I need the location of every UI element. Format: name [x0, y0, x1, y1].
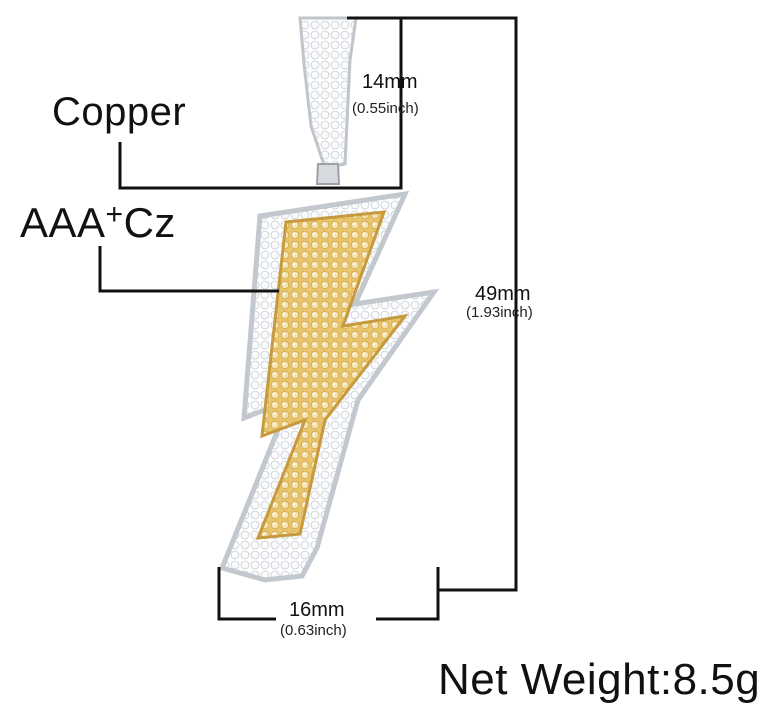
bail-width-mm-label: 14mm	[362, 71, 418, 93]
aaa-text: AAA	[20, 199, 106, 246]
pendant-bail	[298, 16, 358, 185]
lightning-bolt-pendant	[218, 190, 440, 583]
height-inch-label: (1.93inch)	[466, 304, 533, 321]
copper-label: Copper	[52, 90, 187, 134]
height-mm-label: 49mm	[475, 283, 531, 305]
height-dimension-line	[401, 16, 518, 592]
bail-width-dimension-line	[316, 16, 403, 190]
width-inch-label: (0.63inch)	[280, 622, 347, 639]
width-dimension-line	[217, 567, 440, 621]
net-weight-label: Net Weight:8.5g	[438, 655, 761, 704]
width-mm-label: 16mm	[289, 599, 345, 621]
bail-width-inch-label: (0.55inch)	[352, 100, 419, 117]
copper-leader-line	[118, 142, 316, 190]
plus-sign: +	[105, 198, 124, 231]
aaa-cz-label: AAA+Cz	[20, 199, 176, 246]
cz-text: Cz	[123, 199, 176, 246]
cz-leader-line	[98, 246, 279, 293]
